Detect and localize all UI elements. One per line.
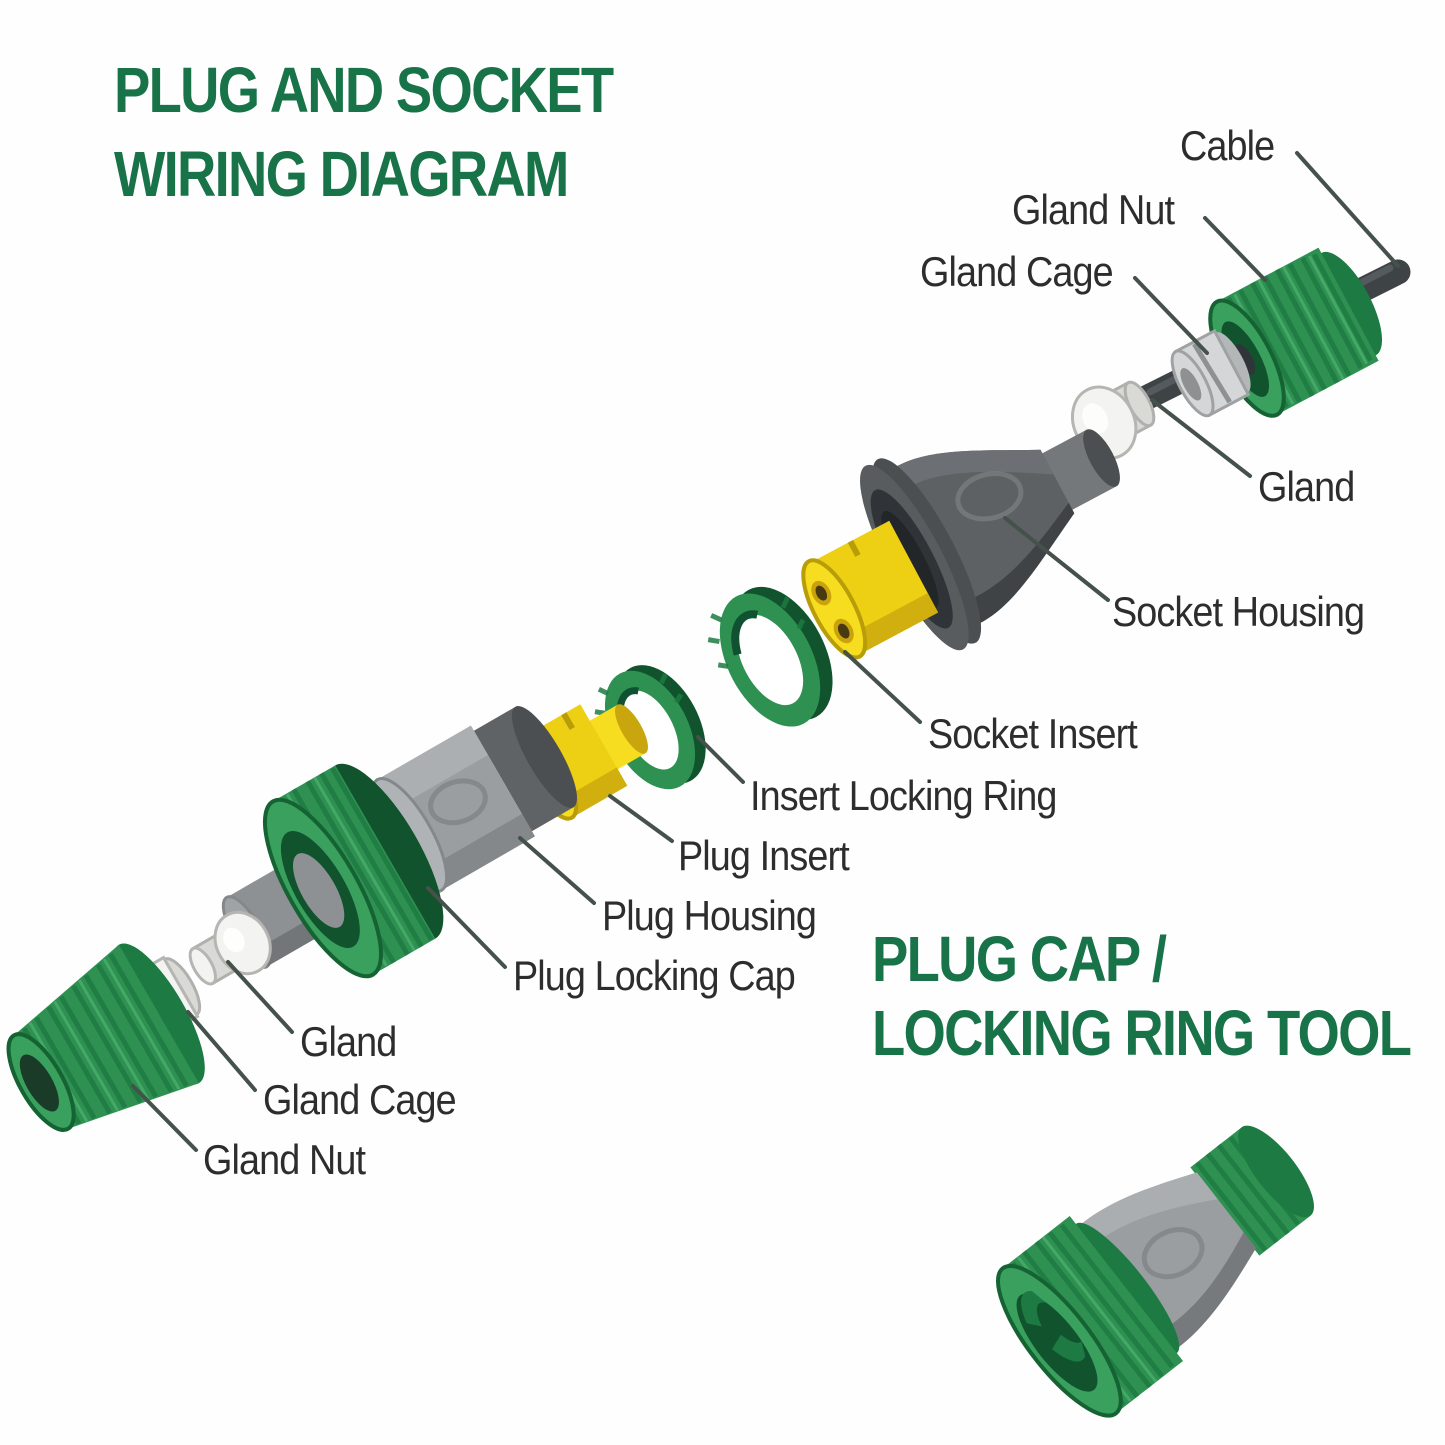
- leader-plug-insert: [608, 794, 674, 843]
- leader-lines: [131, 151, 1400, 1152]
- label-socket-housing: Socket Housing: [1112, 588, 1365, 635]
- leader-cable: [1295, 151, 1400, 268]
- label-gland-top: Gland: [1258, 463, 1355, 510]
- leader-gland-nut-top: [1203, 216, 1267, 282]
- tool-section-title-line2: LOCKING RING TOOL: [872, 997, 1412, 1069]
- label-plug-insert: Plug Insert: [678, 832, 850, 879]
- gland-cage-top-part: [1170, 328, 1251, 418]
- tool-section-title: PLUG CAP / LOCKING RING TOOL: [872, 922, 1412, 1070]
- leader-insert-locking-ring: [696, 735, 745, 784]
- gland-nut-bottom-part: [6, 943, 205, 1132]
- leader-plug-housing: [518, 836, 596, 905]
- socket-housing-part: [860, 429, 1120, 651]
- page-title: PLUG AND SOCKET WIRING DIAGRAM: [114, 48, 614, 216]
- leader-socket-insert: [843, 650, 922, 724]
- tool-section-title-line1: PLUG CAP /: [872, 923, 1167, 995]
- label-socket-insert: Socket Insert: [928, 710, 1138, 757]
- leader-gland-cage-bottom: [186, 1010, 257, 1092]
- label-gland-bottom: Gland: [300, 1018, 397, 1065]
- plug-locking-cap-part: [221, 763, 444, 979]
- page-title-line2: WIRING DIAGRAM: [114, 138, 569, 210]
- insert-locking-ring-socket-part: [707, 586, 833, 727]
- leader-gland-cage-top: [1133, 276, 1209, 355]
- leader-gland-bottom: [226, 960, 294, 1034]
- socket-insert-part: [801, 520, 939, 660]
- label-plug-housing: Plug Housing: [602, 892, 817, 939]
- leader-socket-housing: [1003, 516, 1110, 602]
- label-gland-cage-bottom: Gland Cage: [263, 1076, 457, 1123]
- gland-bottom-part: [188, 910, 272, 986]
- label-gland-nut-bottom: Gland Nut: [203, 1136, 366, 1183]
- label-insert-locking-ring: Insert Locking Ring: [750, 772, 1057, 819]
- page-title-line1: PLUG AND SOCKET: [114, 54, 614, 126]
- leader-plug-locking-cap: [426, 886, 507, 969]
- gland-nut-top-part: [1208, 247, 1383, 418]
- leader-gland-nut-bottom: [131, 1084, 198, 1152]
- label-gland-nut-top: Gland Nut: [1012, 186, 1175, 233]
- leader-gland-top: [1150, 398, 1252, 478]
- label-plug-locking-cap: Plug Locking Cap: [513, 952, 796, 999]
- label-gland-cage-top: Gland Cage: [920, 248, 1114, 295]
- locking-ring-tool-part: [996, 1125, 1314, 1418]
- label-cable: Cable: [1180, 122, 1275, 169]
